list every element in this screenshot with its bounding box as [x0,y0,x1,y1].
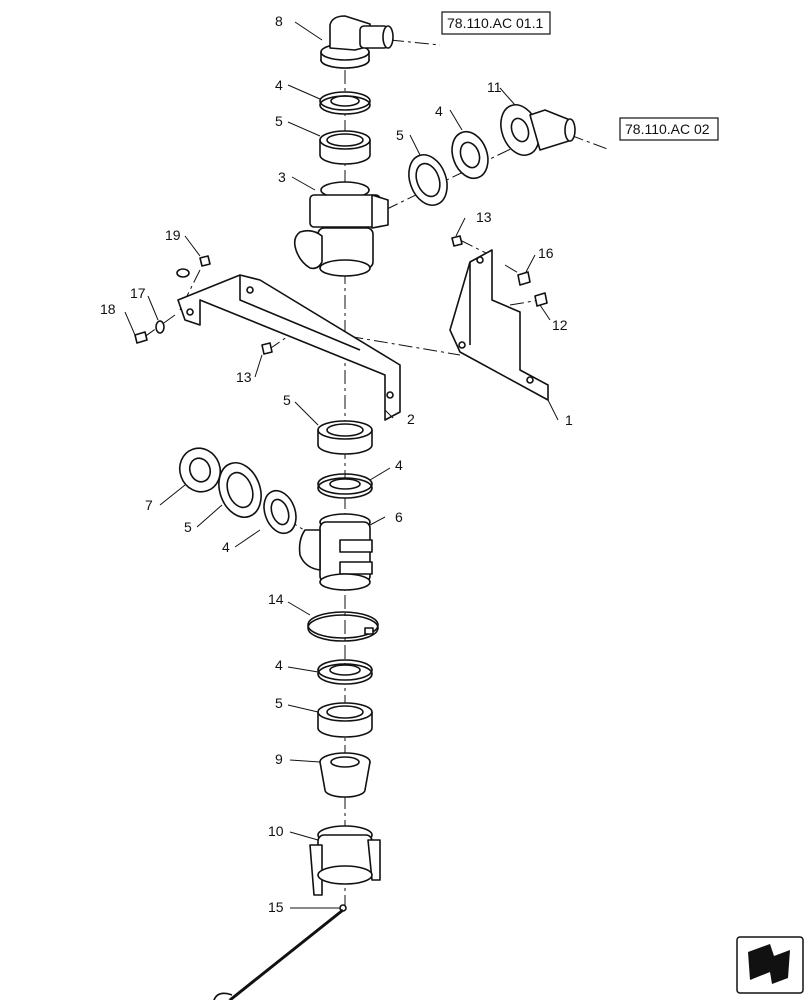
callout-5: 5 [275,113,283,129]
part-5-clamp-left [218,462,262,518]
reference-box-side[interactable]: 78.110.AC 02 [619,117,719,141]
callout-2: 2 [407,411,415,427]
part-9-adapter [319,752,371,798]
callout-17: 17 [130,285,146,301]
part-15-cable [213,904,347,1000]
callout-3: 3 [278,169,286,185]
part-3-valve-body [293,181,389,277]
part-14-band-clamp [307,611,379,642]
part-2-bracket [177,274,401,421]
callout-1: 1 [565,412,573,428]
part-8-elbow-fitting [320,15,394,69]
hardware-parts [134,235,548,355]
callout-5: 5 [184,519,192,535]
part-4-ring-right [451,130,489,180]
callout-13: 13 [476,209,492,225]
callout-11: 11 [487,79,502,95]
callout-9: 9 [275,751,283,767]
callout-15: 15 [268,899,284,915]
part-4-ring-lower [317,659,373,685]
next-page-arrow-icon[interactable] [736,936,804,994]
callout-4: 4 [395,457,403,473]
callout-8: 8 [275,13,283,29]
callout-4: 4 [275,77,283,93]
part-5-clamp-top [319,130,371,165]
callout-14: 14 [268,591,284,607]
callout-19: 19 [165,227,181,243]
callout-6: 6 [395,509,403,525]
part-7-fitting [178,447,222,493]
callout-18: 18 [100,301,116,317]
callout-5: 5 [275,695,283,711]
part-4-ring-left [263,489,297,535]
callout-16: 16 [538,245,554,261]
callout-13: 13 [236,369,252,385]
callout-5: 5 [396,127,404,143]
callout-labels: 8 4 5 3 11 4 5 13 16 12 1 19 17 18 13 2 … [100,13,573,915]
callout-5: 5 [283,392,291,408]
reference-box-top[interactable]: 78.110.AC 01.1 [441,11,551,35]
callout-10: 10 [268,823,284,839]
reference-label: 78.110.AC 02 [625,121,710,137]
part-5-clamp-lower [317,702,373,738]
callout-12: 12 [552,317,568,333]
callout-4: 4 [435,103,443,119]
part-4-ring-top [319,91,371,115]
part-5-clamp-right [408,154,448,206]
callout-7: 7 [145,497,153,513]
part-4-ring-middle [317,473,373,499]
reference-label: 78.110.AC 01.1 [447,15,543,31]
part-11-elbow-fitting [500,104,576,156]
part-5-clamp-middle [317,420,373,455]
part-1-bracket [449,249,549,401]
callout-4: 4 [222,539,230,555]
part-10-camlock-coupler [309,825,381,896]
callout-4: 4 [275,657,283,673]
part-6-tee-body [298,513,373,591]
leader-lines [124,21,559,909]
